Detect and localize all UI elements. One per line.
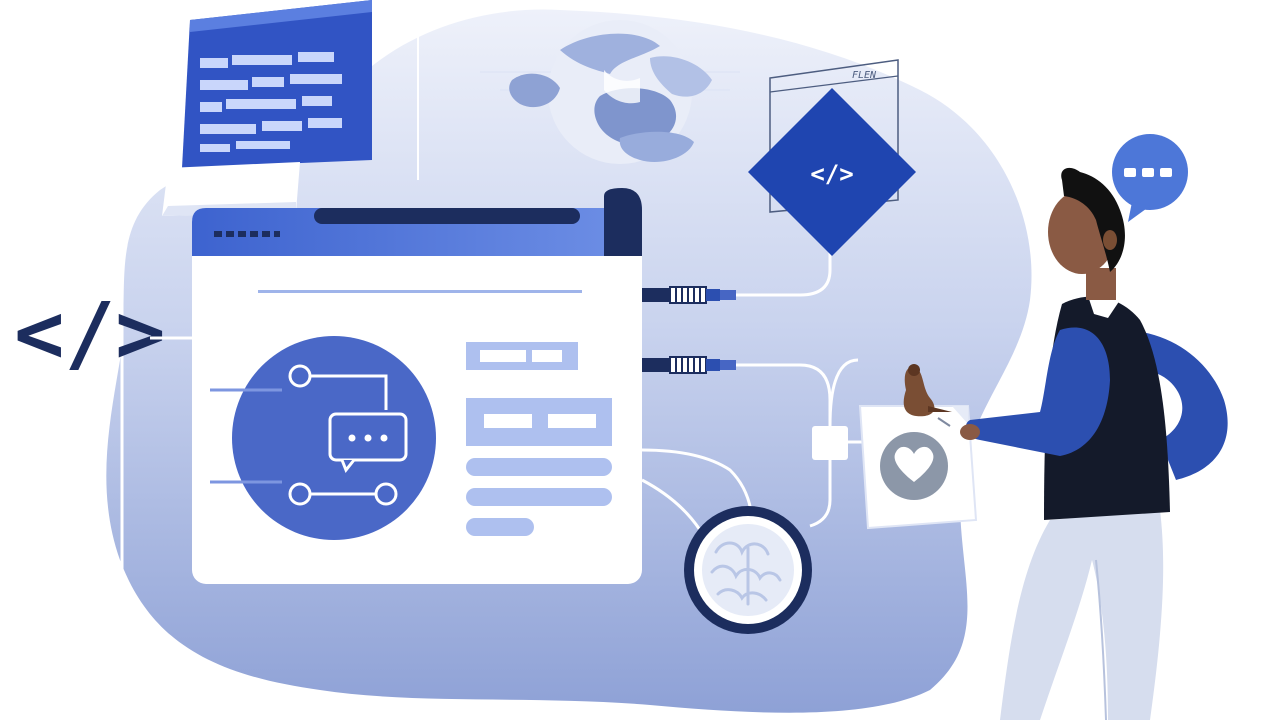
- browser-dots: [214, 231, 280, 237]
- plug-icon: [642, 356, 736, 374]
- chat-bubble-icon: [1112, 134, 1188, 222]
- plug-icon: [642, 286, 736, 304]
- svg-text:</>: </>: [810, 160, 853, 188]
- browser-address-bar: [314, 208, 580, 224]
- form-placeholders: [466, 342, 612, 536]
- browser-window: [192, 188, 642, 584]
- code-lines: [200, 52, 342, 152]
- bird-figurine: [903, 364, 952, 417]
- form-field: [466, 488, 612, 506]
- connector-node: [812, 426, 848, 460]
- svg-text:</>: </>: [14, 284, 166, 382]
- form-field: [466, 458, 612, 476]
- workflow-diagram: [210, 336, 436, 540]
- brain-icon: [684, 506, 812, 634]
- frame-label: FLEN: [852, 70, 877, 81]
- form-field: [466, 518, 534, 536]
- heart-icon: [880, 432, 948, 500]
- connector-wires: [641, 248, 862, 531]
- code-brackets-icon: </>: [14, 284, 166, 382]
- code-diamond-icon: </>: [748, 88, 916, 256]
- chat-bubble-icon: [328, 412, 408, 473]
- person-character: [960, 167, 1228, 720]
- globe-icon: [480, 20, 740, 164]
- heart-card: [858, 405, 978, 530]
- content-divider: [258, 290, 582, 293]
